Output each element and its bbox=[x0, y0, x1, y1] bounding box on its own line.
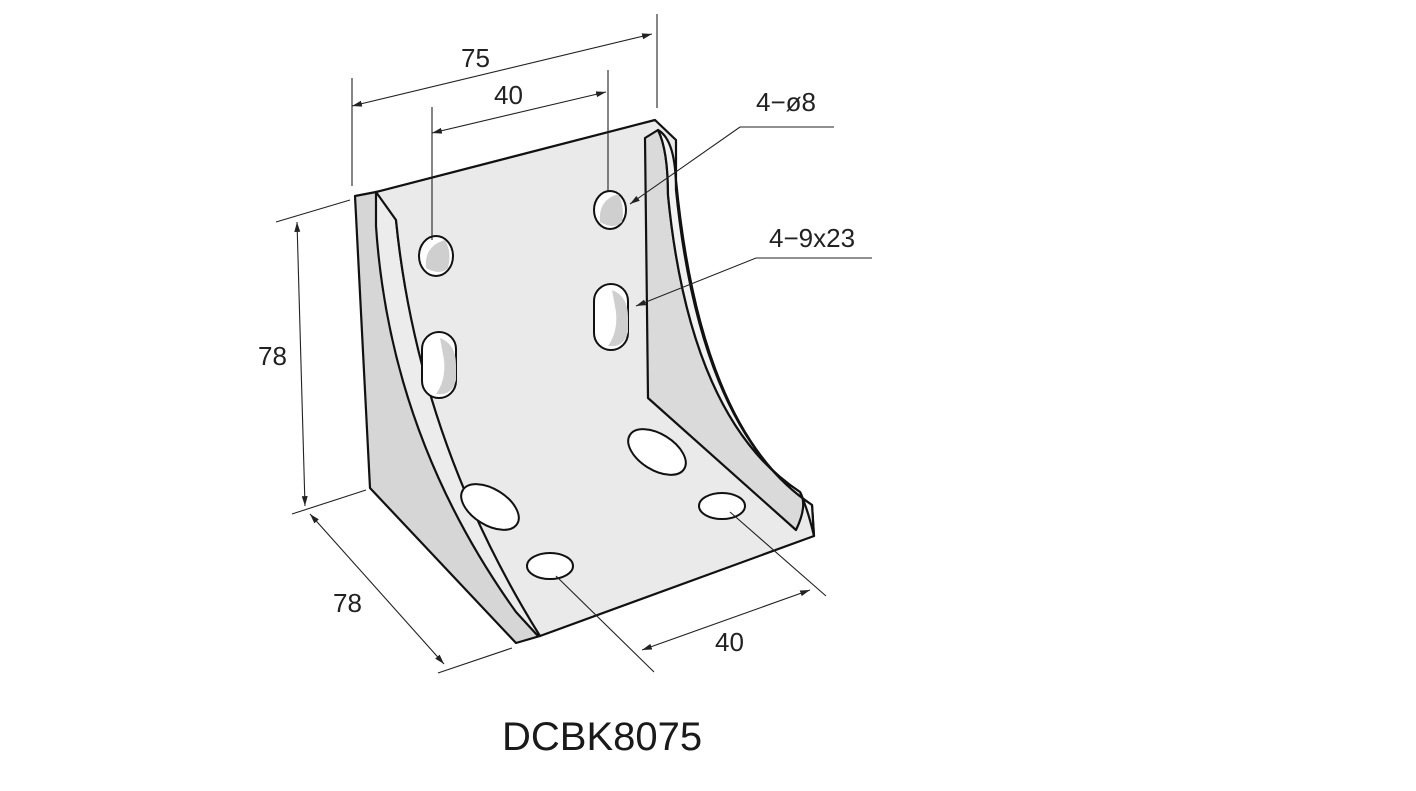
callout-slots: 4−9x23 bbox=[769, 223, 855, 253]
dim-height: 78 bbox=[258, 341, 287, 371]
round-hole-horizontal-left bbox=[526, 552, 574, 580]
dim-hole-spacing-bottom: 40 bbox=[715, 627, 744, 657]
corner-bracket bbox=[353, 118, 816, 645]
dimension-lines bbox=[275, 14, 872, 674]
dim-hole-spacing-top: 40 bbox=[494, 80, 523, 110]
dim-width-top: 75 bbox=[461, 43, 490, 73]
callout-round-holes: 4−ø8 bbox=[756, 87, 816, 117]
slot-horizontal-left bbox=[460, 483, 520, 531]
inner-corner-line bbox=[647, 397, 797, 531]
right-gusset-rim bbox=[656, 128, 816, 538]
round-hole-horizontal-right bbox=[698, 492, 746, 520]
slot-horizontal-right bbox=[627, 428, 687, 476]
model-number: DCBK8075 bbox=[502, 715, 702, 759]
dim-depth: 78 bbox=[333, 588, 362, 618]
